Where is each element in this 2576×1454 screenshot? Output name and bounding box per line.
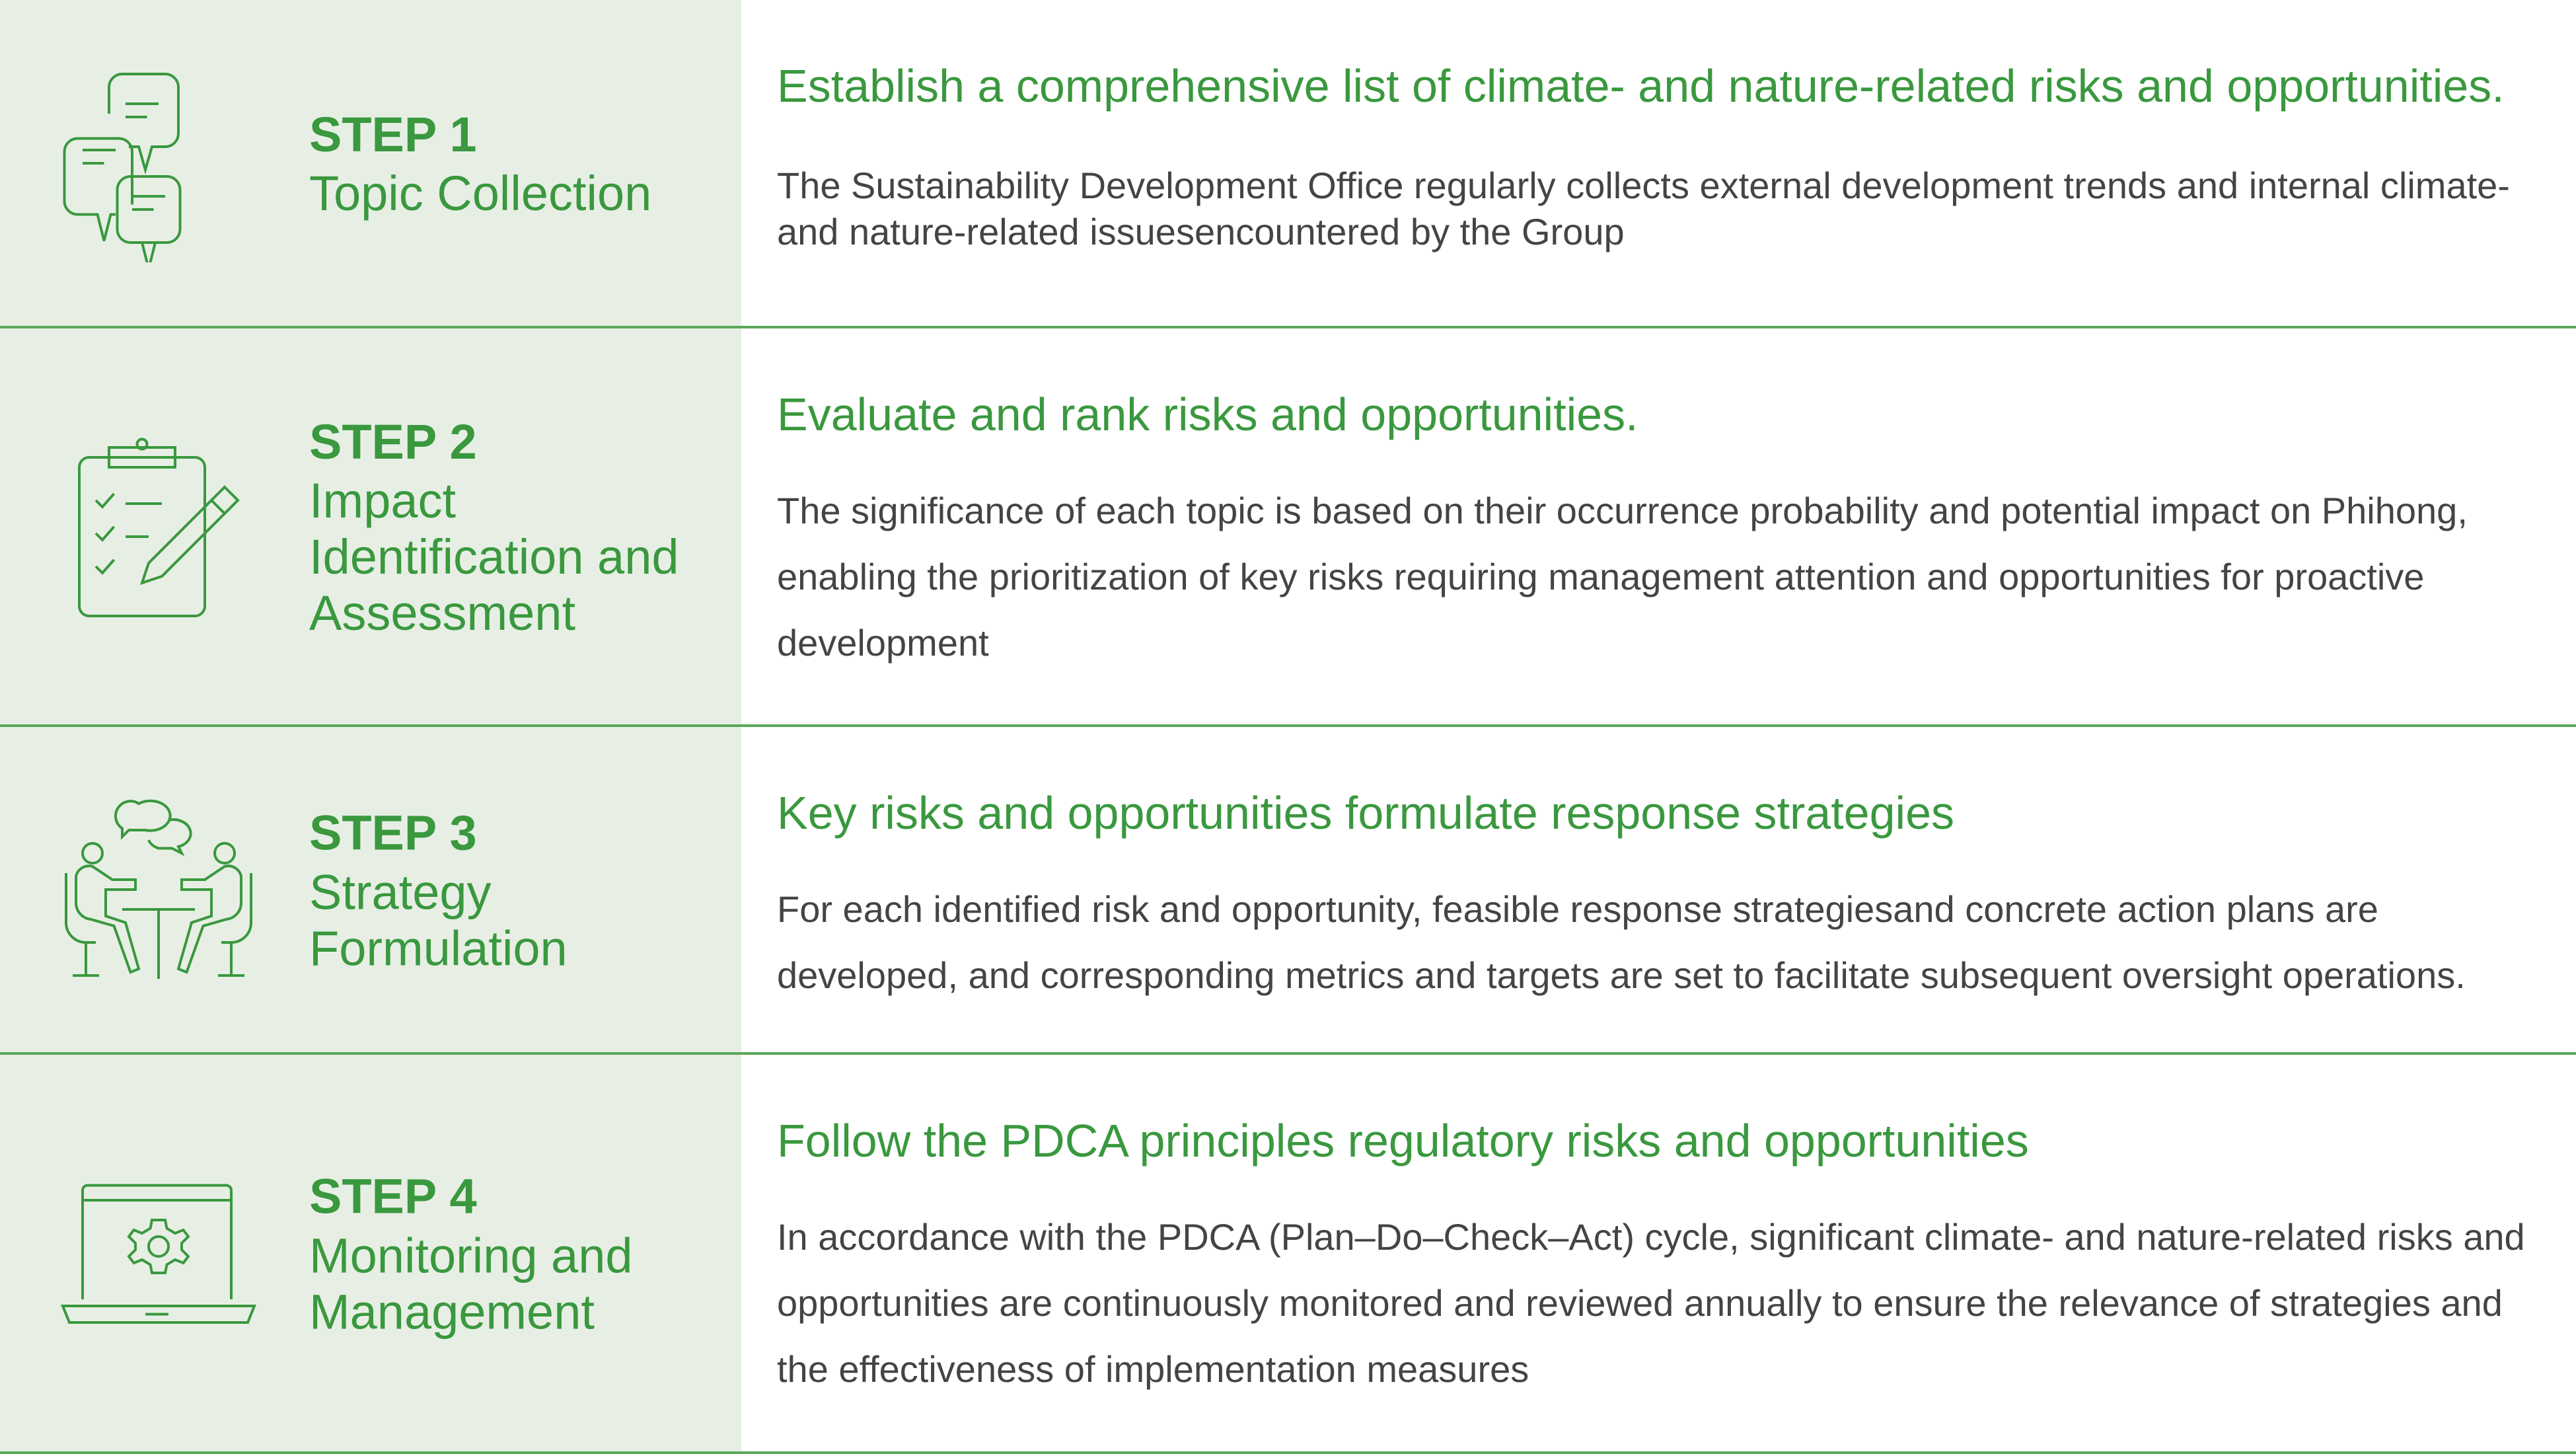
step-description: The Sustainability Development Office re…: [777, 165, 2510, 252]
step-number: STEP 1: [309, 106, 477, 162]
step-row-2: STEP 2 Impact Identification and Assessm…: [0, 328, 2576, 727]
step-number: STEP 3: [309, 805, 477, 861]
meeting-people-icon: [59, 790, 258, 989]
clipboard-checklist-icon: [59, 428, 258, 626]
step-panel: STEP 3 Strategy Formulation: [0, 727, 741, 1052]
step-panel: STEP 2 Impact Identification and Assessm…: [0, 328, 741, 724]
step-row-1: STEP 1 Topic Collection Establish a comp…: [0, 0, 2576, 328]
step-name: Impact Identification and Assessment: [309, 473, 679, 641]
laptop-gear-icon: [59, 1154, 258, 1352]
step-row-4: STEP 4 Monitoring and Management Follow …: [0, 1055, 2576, 1454]
step-name: Monitoring and Management: [309, 1228, 633, 1340]
step-description: In accordance with the PDCA (Plan–Do–Che…: [777, 1216, 2525, 1390]
chat-bubbles-icon: [59, 64, 258, 269]
step-name: Strategy Formulation: [309, 864, 568, 976]
step-name: Topic Collection: [309, 166, 652, 221]
step-row-3: STEP 3 Strategy Formulation Key risks an…: [0, 727, 2576, 1055]
step-panel: STEP 1 Topic Collection: [0, 0, 741, 326]
step-title: Establish a comprehensive list of climat…: [777, 60, 2505, 112]
step-description: The significance of each topic is based …: [777, 490, 2468, 664]
step-number: STEP 4: [309, 1168, 477, 1224]
step-description: For each identified risk and opportunity…: [777, 888, 2466, 996]
step-title: Key risks and opportunities formulate re…: [777, 787, 1955, 839]
step-number: STEP 2: [309, 414, 477, 469]
step-panel: STEP 4 Monitoring and Management: [0, 1055, 741, 1451]
step-title: Follow the PDCA principles regulatory ri…: [777, 1115, 2029, 1167]
step-title: Evaluate and rank risks and opportunitie…: [777, 389, 1638, 440]
